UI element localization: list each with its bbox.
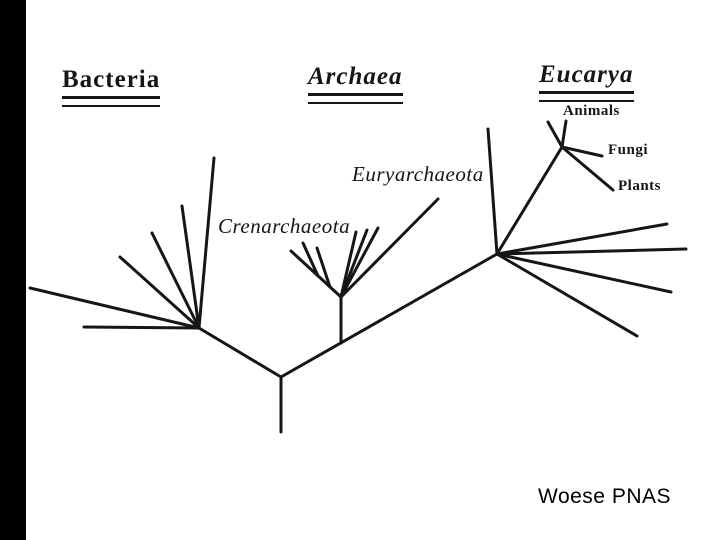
euryarchaeota-clade-label: Euryarchaeota bbox=[352, 162, 484, 186]
tree-branch-to-bacteria bbox=[197, 326, 283, 379]
tree-branch-animals bbox=[560, 119, 568, 149]
bacteria-domain-label: Bacteria bbox=[62, 66, 161, 107]
tree-branch bbox=[180, 204, 201, 330]
tree-branch bbox=[28, 286, 201, 330]
bacteria-branches bbox=[28, 156, 216, 330]
crenarchaeota-clade-label: Crenarchaeota bbox=[218, 214, 351, 238]
tree-branch-to-animals-cluster bbox=[495, 145, 564, 256]
fungi-tip-label: Fungi bbox=[608, 142, 649, 158]
double-underline: Eucarya bbox=[539, 61, 634, 102]
double-underline: Bacteria bbox=[62, 66, 161, 107]
tree-branch bbox=[495, 222, 669, 256]
eucarya-domain-label: Eucarya bbox=[539, 61, 634, 102]
plants-tip-label: Plants bbox=[618, 178, 662, 194]
tree-branch bbox=[197, 156, 216, 330]
tree-branch-fungi bbox=[560, 145, 604, 158]
tree-branch bbox=[495, 247, 688, 256]
left-black-bar bbox=[0, 0, 26, 540]
tree-branch bbox=[150, 231, 201, 330]
root-branches bbox=[197, 252, 499, 434]
tree-branch bbox=[339, 230, 358, 299]
tree-branch-to-eucarya bbox=[279, 252, 499, 379]
archaea-branches bbox=[289, 197, 440, 345]
double-underline: Archaea bbox=[308, 63, 403, 104]
tree-branch bbox=[339, 226, 380, 299]
tree-branch-animals bbox=[546, 120, 564, 149]
tree-branch-plants bbox=[560, 145, 615, 192]
eucarya-branches bbox=[486, 119, 688, 338]
tree-branch bbox=[301, 241, 320, 278]
tree-branch bbox=[339, 197, 440, 299]
tree-branch bbox=[118, 255, 201, 330]
tree-branch bbox=[495, 252, 673, 294]
tree-branch bbox=[82, 325, 201, 330]
citation-credit: Woese PNAS bbox=[538, 485, 671, 508]
tree-branch bbox=[315, 246, 332, 289]
tree-branch bbox=[495, 252, 639, 338]
tree-branch bbox=[486, 127, 499, 256]
archaea-domain-label: Archaea bbox=[308, 63, 403, 104]
animals-tip-label: Animals bbox=[563, 103, 620, 119]
